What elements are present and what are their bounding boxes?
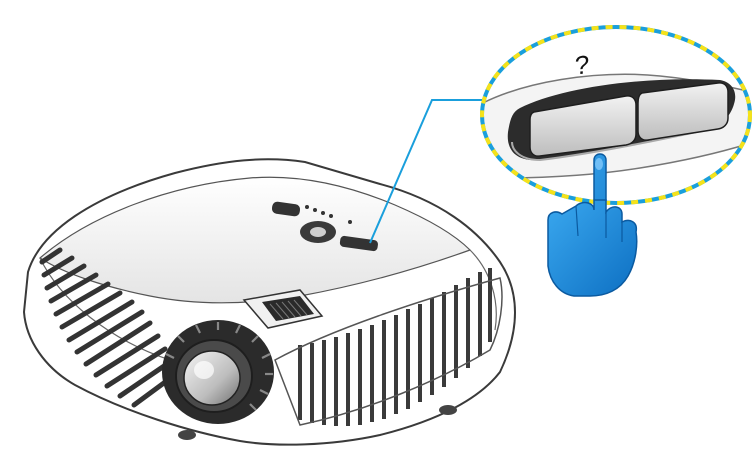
left-vent-grille <box>39 247 175 408</box>
projector-foot-right <box>439 405 457 415</box>
panel-help-menu-buttons <box>339 235 378 252</box>
projector-top-surface <box>38 176 472 304</box>
help-button[interactable]: ? <box>529 49 637 157</box>
menu-button[interactable] <box>637 1 729 141</box>
menu-list-icon <box>669 1 687 26</box>
lens <box>162 320 274 424</box>
zoom-focus-control <box>242 289 324 329</box>
callout-leader-line <box>369 99 483 244</box>
pointing-hand-outside <box>547 199 638 297</box>
zoom-callout: ? <box>480 1 752 205</box>
vent-cover-swoosh <box>274 277 503 426</box>
control-panel <box>271 201 378 252</box>
projector-foot-left <box>178 430 196 440</box>
projector-icon <box>22 158 516 446</box>
pointing-hand-icon <box>545 153 638 203</box>
help-question-icon: ? <box>575 49 589 80</box>
